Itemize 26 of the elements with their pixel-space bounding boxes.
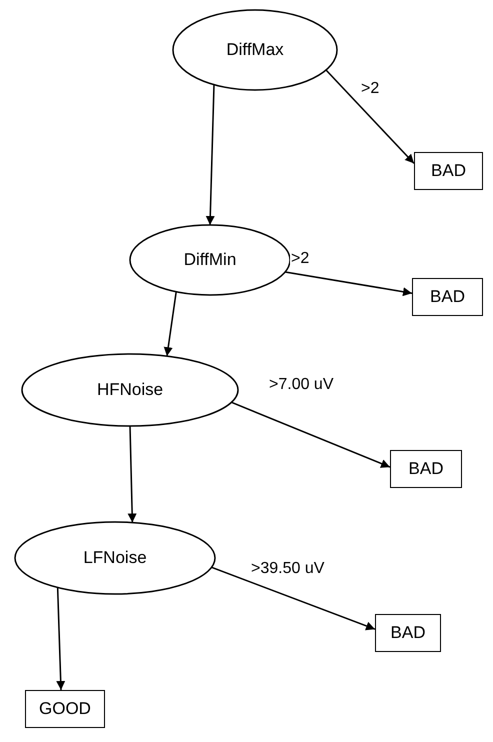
result-box xyxy=(390,450,462,488)
decision-ellipse xyxy=(173,10,337,90)
node-label: BAD xyxy=(431,161,466,181)
arrow xyxy=(325,69,415,164)
node-label: HFNoise xyxy=(96,380,164,400)
decision-ellipse xyxy=(15,522,215,594)
arrow xyxy=(206,84,215,226)
decision-ellipse xyxy=(22,354,238,426)
arrow xyxy=(285,271,412,296)
arrow xyxy=(128,426,137,523)
result-box xyxy=(414,152,483,190)
node-label: DiffMax xyxy=(226,40,284,60)
result-box xyxy=(375,614,441,652)
arrow xyxy=(164,292,177,356)
arrow xyxy=(211,566,376,630)
node-label: BAD xyxy=(408,459,444,479)
result-box xyxy=(412,278,483,316)
arrow xyxy=(231,402,390,468)
node-label: LFNoise xyxy=(83,548,147,568)
node-label: GOOD xyxy=(39,699,91,719)
arrow xyxy=(56,587,66,690)
decision-ellipse xyxy=(130,225,290,295)
node-label: BAD xyxy=(430,287,465,307)
node-label: DiffMin xyxy=(184,250,236,270)
result-box xyxy=(25,690,105,728)
node-label: BAD xyxy=(390,623,426,643)
